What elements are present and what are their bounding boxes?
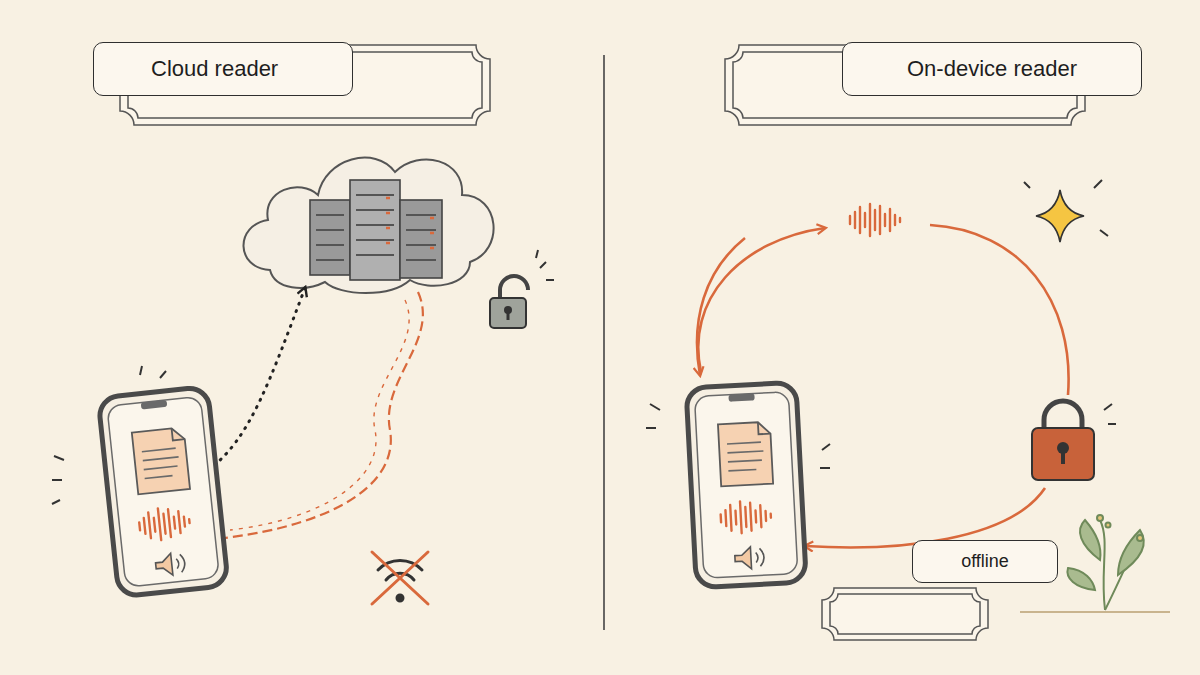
cloud [243, 158, 493, 293]
upload-arrow [208, 288, 305, 470]
open-padlock [490, 250, 554, 328]
divider [603, 55, 605, 630]
box-label: On-device reader [907, 56, 1077, 82]
box-label: Cloud reader [151, 56, 278, 82]
label-box: On-device reader [842, 42, 1142, 96]
plaque-frames [120, 45, 1085, 640]
label-box: offline [912, 540, 1058, 583]
return-arrow [205, 292, 423, 540]
label-box: Cloud reader [93, 42, 353, 96]
sparkle [1036, 190, 1084, 242]
waveform [850, 204, 900, 236]
closed-padlock [1032, 401, 1116, 480]
no-wifi [372, 552, 428, 604]
box-label: offline [961, 551, 1009, 572]
